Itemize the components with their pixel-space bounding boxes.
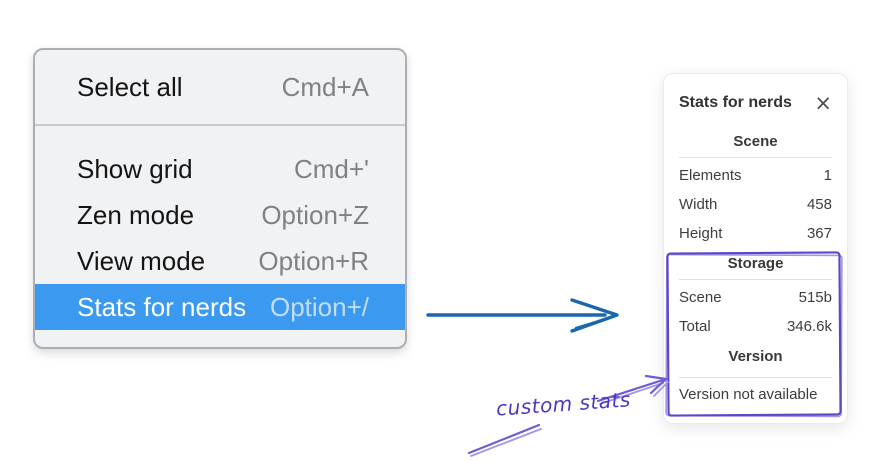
storage-rows: Scene 515b Total 346.6k [679, 283, 832, 341]
menu-item-label: View mode [77, 245, 206, 276]
menu-item-show-grid[interactable]: Show grid Cmd+' [35, 146, 405, 192]
stats-panel: Stats for nerds × Scene Elements 1 Width… [663, 73, 848, 424]
stat-row-elements: Elements 1 [679, 161, 832, 190]
section-heading-storage: Storage [727, 255, 784, 272]
stat-value: 346.6k [786, 318, 832, 335]
menu-item-zen-mode[interactable]: Zen mode Option+Z [35, 192, 405, 238]
section-divider [679, 279, 832, 280]
stats-panel-header: Stats for nerds × [679, 92, 832, 114]
section-heading-scene: Scene [733, 133, 778, 150]
custom-stats-annotation: custom stats [495, 387, 632, 421]
close-icon[interactable]: × [814, 90, 832, 115]
pointer-arrow [426, 298, 619, 333]
menu-item-label: Show grid [77, 153, 193, 184]
menu-divider [35, 124, 405, 126]
menu-item-label: Stats for nerds [77, 291, 247, 322]
context-menu: Select all Cmd+A Show grid Cmd+' Zen mod… [33, 48, 407, 349]
stat-value: 1 [823, 167, 832, 184]
stat-row-scene-storage: Scene 515b [679, 283, 832, 312]
menu-item-shortcut: Cmd+A [281, 71, 369, 102]
section-divider [679, 157, 832, 158]
menu-item-shortcut: Option+/ [269, 291, 369, 322]
stat-row-total-storage: Total 346.6k [679, 312, 832, 341]
stat-value: 367 [806, 225, 832, 242]
section-divider [679, 377, 832, 378]
scene-rows: Elements 1 Width 458 Height 367 [679, 161, 832, 248]
stat-value: 515b [798, 289, 832, 306]
stat-value: 458 [806, 196, 832, 213]
stat-label: Elements [679, 167, 742, 184]
stat-label: Scene [679, 289, 722, 306]
menu-item-shortcut: Option+Z [261, 199, 369, 230]
stat-label: Width [679, 196, 718, 213]
menu-item-view-mode[interactable]: View mode Option+R [35, 238, 405, 284]
menu-item-shortcut: Cmd+' [293, 153, 369, 184]
menu-item-label: Select all [77, 71, 183, 102]
menu-item-label: Zen mode [77, 199, 195, 230]
section-heading-version: Version [728, 348, 783, 365]
menu-item-select-all[interactable]: Select all Cmd+A [35, 50, 405, 124]
version-note: Version not available [679, 386, 818, 403]
stat-row-width: Width 458 [679, 190, 832, 219]
menu-item-shortcut: Option+R [258, 245, 369, 276]
stats-panel-title: Stats for nerds [679, 94, 792, 111]
menu-group: Show grid Cmd+' Zen mode Option+Z View m… [35, 126, 405, 330]
menu-item-stats-for-nerds[interactable]: Stats for nerds Option+/ [35, 284, 405, 330]
stat-label: Height [679, 225, 723, 242]
stat-row-height: Height 367 [679, 219, 832, 248]
stat-label: Total [679, 318, 711, 335]
